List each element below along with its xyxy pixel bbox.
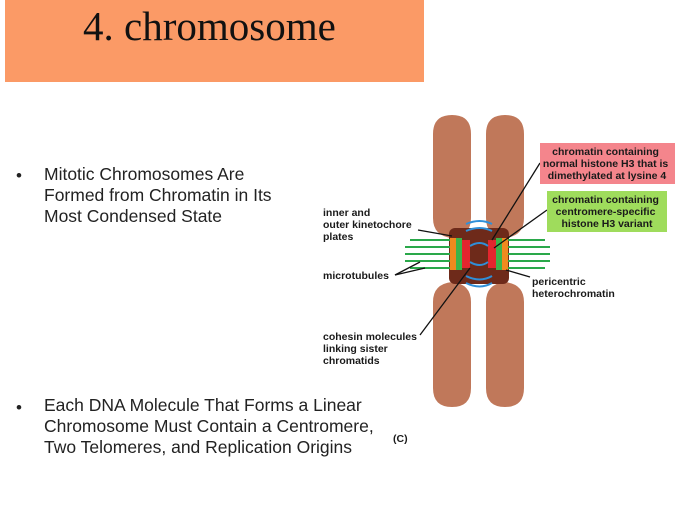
kinetochore-inner-right bbox=[496, 238, 502, 270]
kinetochore-outer-right bbox=[502, 238, 508, 270]
bullet-marker-1: • bbox=[16, 166, 22, 185]
label-kinetochore: inner and outer kinetochore plates bbox=[323, 207, 415, 243]
centromere-chromatin-right bbox=[488, 240, 496, 268]
label-microtubules: microtubules bbox=[323, 270, 389, 282]
chromatid-left bbox=[433, 115, 471, 407]
kinetochore-inner-left bbox=[456, 238, 462, 270]
label-h3k4: chromatin containing normal histone H3 t… bbox=[543, 146, 671, 182]
bullet-text-1: Mitotic Chromosomes Are Formed from Chro… bbox=[44, 164, 272, 226]
kinetochore-outer-left bbox=[450, 238, 456, 270]
panel-label: (C) bbox=[393, 433, 408, 445]
h3k4-label-box bbox=[540, 143, 675, 184]
cohesin-molecules bbox=[465, 220, 493, 288]
bullet-text-2: Each DNA Molecule That Forms a Linear Ch… bbox=[44, 395, 374, 457]
label-cohesin: cohesin molecules linking sister chromat… bbox=[323, 331, 420, 367]
centromere-chromatin-left bbox=[462, 240, 470, 268]
label-pericentric: pericentric heterochromatin bbox=[532, 276, 615, 300]
title-bar: 4. chromosome bbox=[5, 0, 424, 82]
slide-title: 4. chromosome bbox=[83, 3, 336, 49]
bullet-marker-2: • bbox=[16, 398, 22, 417]
chromatid-right bbox=[486, 115, 524, 407]
cenpa-label-box bbox=[547, 191, 667, 232]
label-cenpa: chromatin containing centromere-specific… bbox=[552, 194, 662, 230]
leader-lines bbox=[394, 162, 548, 336]
